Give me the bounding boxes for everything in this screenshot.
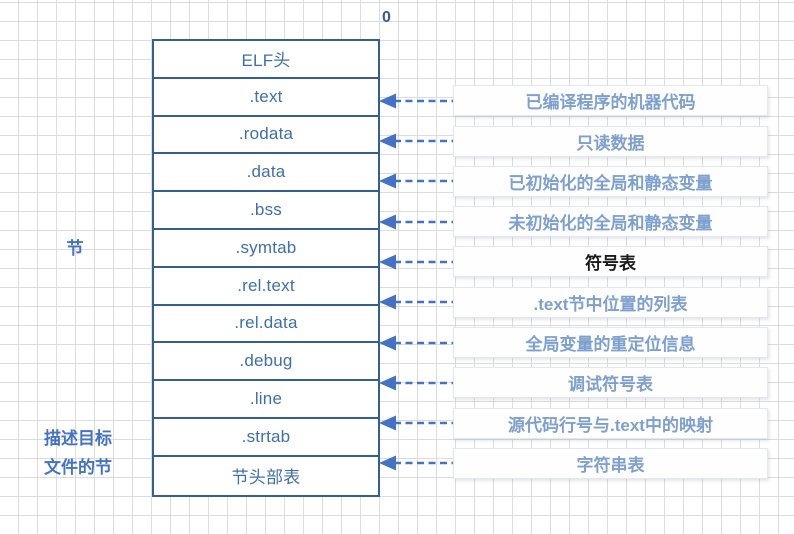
section-label: .rodata xyxy=(238,124,294,144)
annotation-text: 未初始化的全局和静态变量 xyxy=(508,214,713,234)
section-row: .text xyxy=(154,78,378,117)
label-describe-line2: 文件的节 xyxy=(44,458,112,477)
section-row: .debug xyxy=(154,343,378,382)
annotation-text: 源代码行号与.text中的映射 xyxy=(508,415,713,435)
section-label: .debug xyxy=(239,351,293,371)
annotation-text: 已编译程序的机器代码 xyxy=(525,93,696,113)
label-describe-object-sections: 描述目标 文件的节 xyxy=(18,424,138,482)
annotation-box: 只读数据 xyxy=(453,125,768,157)
annotation-text: 符号表 xyxy=(585,254,636,274)
section-label: 节头部表 xyxy=(231,468,301,488)
section-row: 节头部表 xyxy=(154,456,378,495)
annotation-box: 调试符号表 xyxy=(453,367,768,399)
annotation-text: 全局变量的重定位信息 xyxy=(525,335,696,354)
annotation-text: .text节中位置的列表 xyxy=(533,294,688,314)
dashed-left-arrow-icon xyxy=(378,334,454,352)
section-label: .rel.data xyxy=(234,313,298,333)
section-label: .rel.text xyxy=(237,275,295,295)
dashed-left-arrow-icon xyxy=(378,454,454,472)
dashed-left-arrow-icon xyxy=(378,92,454,110)
annotation-box: .text节中位置的列表 xyxy=(453,286,768,318)
annotation-box: 已编译程序的机器代码 xyxy=(453,85,768,117)
section-row: .data xyxy=(154,154,378,193)
section-label: .text xyxy=(249,86,283,106)
dashed-left-arrow-icon xyxy=(378,293,454,311)
section-row: .line xyxy=(154,381,378,419)
dashed-left-arrow-icon xyxy=(378,253,454,271)
annotation-text: 调试符号表 xyxy=(568,375,653,395)
section-row: .symtab xyxy=(154,229,378,268)
section-stack: ELF头 .text .rodata .data .bss .symtab .rel.tex… xyxy=(152,39,380,497)
section-label: .data xyxy=(246,162,286,182)
annotation-box: 全局变量的重定位信息 xyxy=(453,327,768,358)
dashed-left-arrow-icon xyxy=(378,132,454,150)
section-label: .strtab xyxy=(241,426,291,446)
section-label: .symtab xyxy=(235,237,297,257)
section-row: .bss xyxy=(154,192,378,230)
section-row: ELF头 xyxy=(154,41,378,79)
dashed-left-arrow-icon xyxy=(378,213,454,231)
section-row: .rel.data xyxy=(154,305,378,344)
annotation-box: 符号表 xyxy=(453,246,768,278)
dashed-left-arrow-icon xyxy=(378,414,454,432)
annotation-text: 字符串表 xyxy=(576,455,645,475)
annotation-box: 字符串表 xyxy=(453,447,768,479)
section-row: .strtab xyxy=(154,418,378,457)
dashed-left-arrow-icon xyxy=(378,172,454,190)
label-sections: 节 xyxy=(66,239,84,258)
section-label: ELF头 xyxy=(241,51,291,71)
label-describe-line1: 描述目标 xyxy=(44,429,112,448)
dashed-left-arrow-icon xyxy=(378,374,454,392)
annotation-text: 只读数据 xyxy=(576,133,645,153)
annotation-box: 已初始化的全局和静态变量 xyxy=(453,165,768,197)
annotation-text: 已初始化的全局和静态变量 xyxy=(508,173,713,193)
annotation-box: 源代码行号与.text中的映射 xyxy=(453,407,768,439)
section-label: .line xyxy=(249,389,283,409)
offset-zero-label: 0 xyxy=(382,9,391,26)
section-row: .rodata xyxy=(154,116,378,155)
section-row: .rel.text xyxy=(154,267,378,306)
annotation-box: 未初始化的全局和静态变量 xyxy=(453,206,768,238)
section-label: .bss xyxy=(250,200,282,220)
